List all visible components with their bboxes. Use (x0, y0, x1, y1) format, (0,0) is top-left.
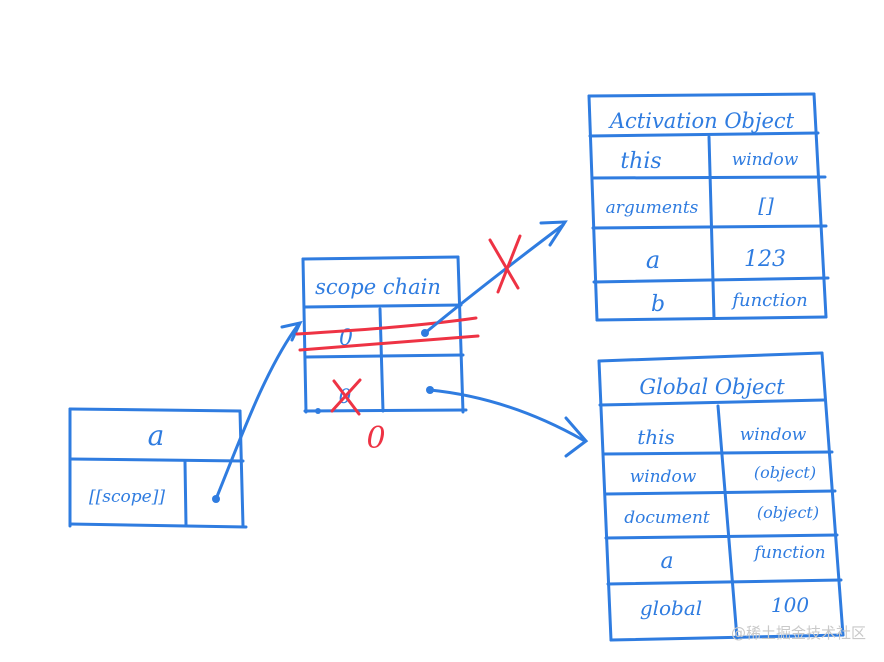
scope-chain-left-border (301, 257, 308, 414)
ao-row3-divider (592, 276, 830, 284)
chain-to-global-arrow (428, 388, 589, 458)
ao-row-key: b (651, 292, 665, 317)
ao-top-border (587, 92, 816, 98)
go-column-divider (716, 404, 739, 640)
function-a-box (68, 407, 248, 529)
go-title-divider (598, 398, 826, 407)
go-row-value: function (752, 543, 825, 563)
activation-x-stroke-b (496, 234, 522, 294)
chain-to-activation-arrow (423, 220, 568, 335)
activation-link-red-x (488, 234, 522, 294)
ao-row-key: arguments (606, 198, 699, 218)
function-a-top-border (68, 407, 242, 413)
go-bottom-border (609, 633, 845, 642)
go-row2-divider (604, 489, 837, 496)
slot0-strikethrough (295, 316, 480, 352)
ao-row1-divider (590, 175, 827, 180)
ao-row-value: [] (758, 193, 774, 217)
go-row-value: (object) (754, 463, 816, 482)
ao-row2-divider (591, 224, 828, 230)
function-a-slot-divider (183, 460, 188, 527)
go-left-border (597, 359, 613, 642)
go-row-key: window (630, 467, 697, 487)
slot1-x-stroke-b (330, 378, 362, 413)
activation-object-title: Activation Object (608, 109, 795, 133)
go-row-value: (object) (757, 503, 819, 522)
ao-row-key: this (620, 149, 661, 174)
activation-object-table (587, 92, 830, 322)
strike-line-upper (295, 316, 478, 336)
chain-to-activation-line (423, 223, 565, 335)
chain-to-global-line (428, 388, 585, 442)
ao-row-value: window (732, 150, 799, 170)
global-object-title: Global Object (639, 375, 785, 399)
scope-chain-corner-dot (315, 408, 321, 414)
scope-to-chain-arrow (214, 320, 303, 501)
scope-chain-row-divider (304, 353, 465, 359)
scope-chain-box (301, 255, 468, 414)
ao-column-divider (707, 135, 716, 320)
scope-chain-title-divider (303, 303, 463, 309)
strike-line-lower (298, 334, 480, 352)
go-row-value: window (740, 425, 807, 445)
go-row-key: this (637, 425, 675, 449)
slot1-x-stroke-a (332, 379, 361, 416)
function-a-divider (68, 457, 245, 463)
function-a-scope-label: [[scope]] (89, 487, 165, 507)
scope-chain-right-border (456, 255, 465, 414)
ao-row-value: function (730, 290, 807, 311)
scope-to-chain-head (280, 320, 303, 342)
chain-to-activation-head (539, 220, 568, 247)
ao-row-key: a (646, 246, 660, 274)
go-row-key: a (660, 549, 673, 574)
function-a-right-border (238, 409, 245, 528)
ao-title-divider (588, 131, 820, 138)
go-row-key: document (624, 508, 710, 528)
scope-chain-column-divider (378, 307, 385, 413)
scope-chain-outer-marker: 0 (366, 421, 385, 456)
go-row-value: 100 (771, 593, 809, 617)
chain-to-global-head (564, 416, 589, 458)
ao-bottom-border (595, 315, 828, 322)
go-row-key: global (640, 596, 702, 620)
go-row1-divider (601, 450, 834, 456)
function-a-bottom-border (68, 522, 248, 529)
go-top-border (597, 351, 824, 363)
scope-chain-bottom-border (303, 408, 468, 413)
go-right-border (820, 351, 845, 637)
scope-chain-top-border (301, 255, 460, 261)
scope-chain-title: scope chain (315, 275, 441, 299)
ao-right-border (812, 92, 828, 319)
scope-to-chain-line (214, 323, 300, 501)
global-object-table (597, 351, 845, 642)
go-row4-divider (606, 578, 843, 586)
go-row3-divider (604, 533, 839, 540)
watermark-text: @稀土掘金技术社区 (731, 624, 866, 642)
function-a-name: a (148, 419, 165, 452)
ao-row-value: 123 (744, 247, 786, 272)
ao-left-border (587, 94, 599, 322)
slot1-red-x (330, 378, 362, 416)
activation-x-stroke-a (488, 238, 520, 290)
